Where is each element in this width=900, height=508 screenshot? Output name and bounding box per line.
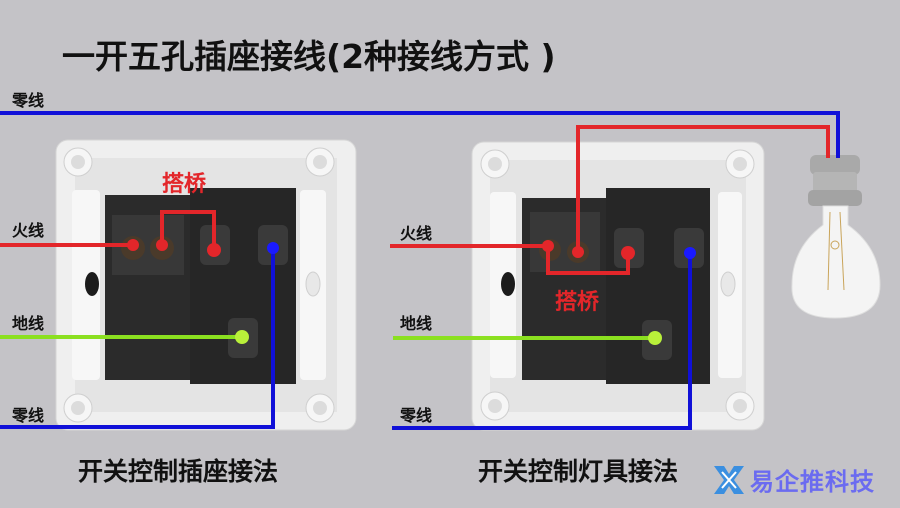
switch-socket-plate-left	[55, 139, 357, 431]
switch-socket-plate-right	[471, 141, 765, 431]
watermark-text: 易企推科技	[750, 468, 875, 496]
right-caption: 开关控制灯具接法	[478, 457, 679, 486]
left-neutral-label: 零线	[12, 406, 45, 425]
x-logo-icon	[714, 465, 744, 494]
light-bulb-icon	[791, 155, 881, 319]
right-ground-label: 地线	[400, 314, 433, 333]
lamp-live-wire	[576, 125, 830, 252]
left-ground-label: 地线	[12, 314, 45, 333]
watermark: 易企推科技	[712, 462, 875, 497]
left-neutral-wire	[0, 248, 275, 429]
right-neutral-wire	[392, 253, 692, 430]
right-bridge-label: 搭桥	[555, 290, 600, 315]
top-neutral-label: 零线	[12, 91, 45, 110]
right-bridge-wire	[546, 246, 630, 275]
top-neutral-wire	[0, 111, 840, 158]
right-neutral-label: 零线	[400, 406, 433, 425]
left-bridge-wire	[160, 210, 216, 250]
left-caption: 开关控制插座接法	[78, 457, 279, 486]
right-live-label: 火线	[400, 224, 433, 243]
left-bridge-label: 搭桥	[162, 172, 207, 197]
page-title: 一开五孔插座接线(2种接线方式 )	[62, 37, 556, 76]
left-live-label: 火线	[12, 221, 45, 240]
